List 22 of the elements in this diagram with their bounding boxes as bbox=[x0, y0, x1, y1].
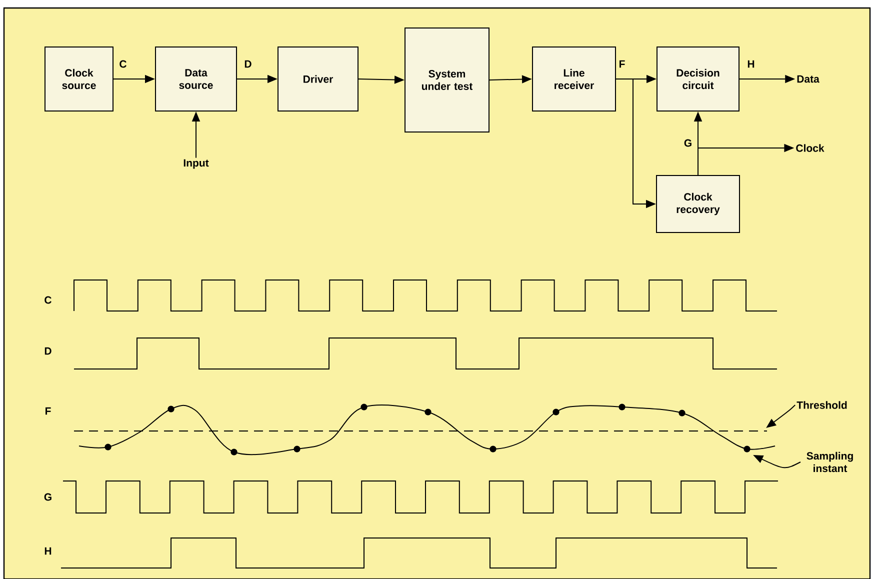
block-box: Line receiver bbox=[532, 46, 616, 112]
terminal-label: Input bbox=[184, 159, 209, 169]
edge-label: F bbox=[620, 60, 625, 68]
signal-name: F bbox=[46, 407, 51, 415]
block-box: Clock recovery bbox=[656, 175, 740, 233]
terminal-label: Clock bbox=[796, 144, 824, 152]
signal-name: C bbox=[44, 296, 52, 304]
signal-name: H bbox=[44, 547, 52, 555]
edge-label: D bbox=[244, 60, 252, 68]
block-box: Driver bbox=[278, 46, 358, 112]
terminal-label: Sampling instant bbox=[806, 452, 853, 472]
signal-name: D bbox=[44, 347, 52, 355]
edge-label: G bbox=[684, 139, 692, 147]
terminal-label: Threshold bbox=[796, 401, 847, 409]
block-box: Decision circuit bbox=[656, 46, 740, 112]
signal-name: G bbox=[44, 493, 52, 501]
block-box: System under test bbox=[404, 28, 490, 132]
block-box: Clock source bbox=[44, 46, 114, 112]
edge-label: H bbox=[748, 60, 754, 68]
block-box: Data source bbox=[155, 46, 237, 112]
edge-label: C bbox=[120, 60, 126, 68]
terminal-label: Data bbox=[797, 75, 820, 83]
